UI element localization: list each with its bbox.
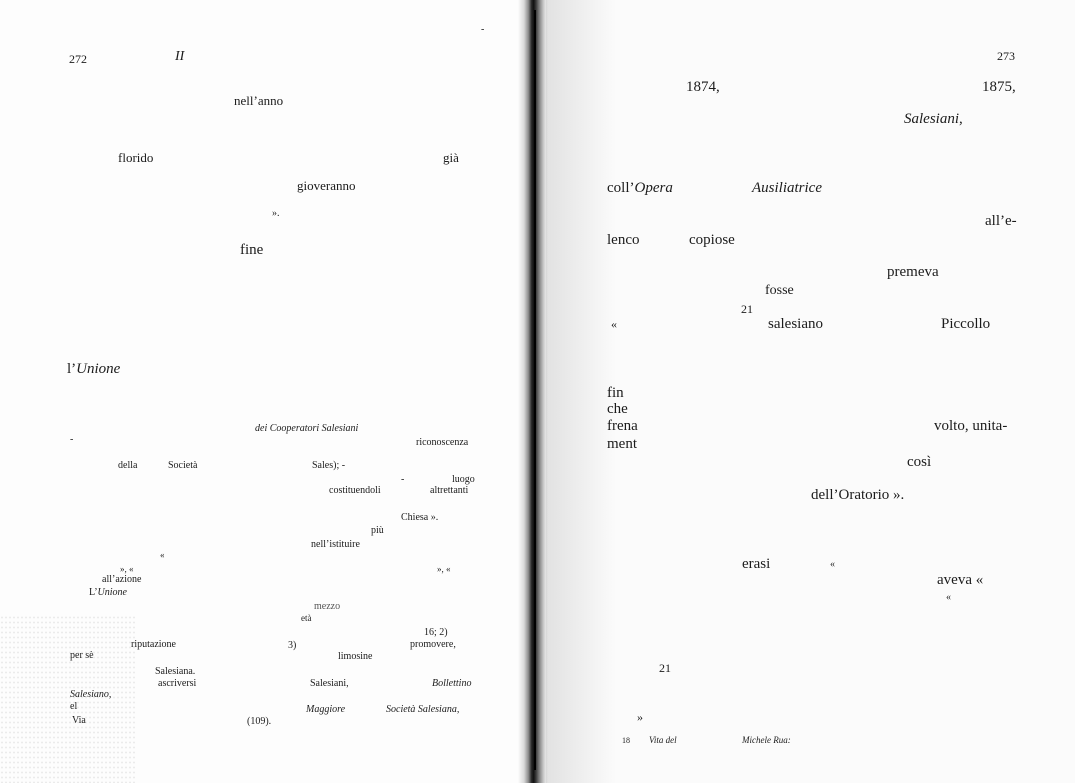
text-fragment: dell’Oratorio ». [811,487,905,503]
text-fragment: volto, unita- [934,418,1008,434]
text-fragment: fosse [765,283,794,298]
right-page [546,0,1075,783]
text-fragment: « [830,559,835,570]
text-fragment: fin [607,385,624,401]
text-fragment: riputazione [131,639,176,650]
text-fragment: ment [607,436,637,452]
text-fragment: Società [168,460,198,471]
text-fragment: già [443,150,459,165]
text-fragment: più [371,525,384,536]
text-fragment: premeva [887,264,939,280]
text-fragment: per sè [70,650,94,661]
text-fragment: età [301,613,312,623]
gutter-shadow [546,0,616,783]
text-fragment: Via [72,715,86,726]
text-fragment: ». [272,208,280,219]
footnote-number: 18 [622,736,630,745]
text-fragment: dei Cooperatori Salesiani [255,423,359,434]
text-fragment: lenco [607,232,640,248]
text-fragment: - [401,474,405,485]
text-fragment: « [160,550,165,560]
text-fragment: « [946,592,951,603]
text-fragment: Società Salesiana, [386,704,460,715]
text-fragment: (109). [247,716,272,727]
text-fragment: Salesiana. [155,666,196,677]
text-fragment: 21 [741,302,753,316]
text-fragment: 16; 2) [424,627,448,638]
text-fragment: promovere, [410,639,456,650]
text-fragment: 1874, [686,79,720,95]
text-fragment: - [70,434,74,445]
text-fragment: florido [118,150,154,165]
text-fragment: così [907,454,932,470]
text-fragment: gioveranno [297,178,356,193]
text-fragment: « [611,317,617,331]
text-fragment: 1875, [982,79,1016,95]
text-fragment: » [637,710,643,724]
text-fragment: riconoscenza [416,437,469,448]
text-fragment: ascriversi [158,678,197,689]
text-fragment: costituendoli [329,485,381,496]
text-fragment: della [118,460,138,471]
text-fragment: luogo [452,474,475,485]
text-fragment: Salesiani, [310,678,349,689]
text-fragment: che [607,401,628,417]
text-fragment: L’Unione [89,587,127,598]
text-fragment: », « [437,564,451,574]
text-fragment: mezzo [314,601,341,612]
text-fragment: Maggiore [306,704,346,715]
page-number: 272 [69,52,87,66]
text-fragment: 21 [659,661,671,675]
text-fragment: erasi [742,556,771,572]
scan-speckle [0,615,135,783]
top-mark: - [481,24,485,35]
text-fragment: all’e- [985,213,1017,229]
book-spine [518,0,548,783]
text-fragment: copiose [689,232,735,248]
text-fragment: aveva « [937,572,984,588]
text-fragment: Ausiliatrice [752,180,822,196]
running-head: II [175,49,185,64]
text-fragment: all’azione [102,574,142,585]
text-fragment: Bollettino [432,678,472,689]
text-fragment: salesiano [768,316,823,332]
text-fragment: Salesiano, [70,689,112,700]
text-fragment: el [70,701,78,712]
text-fragment: nell’istituire [311,539,360,550]
text-fragment: », « [120,564,134,574]
footnote-text: Michele Rua: [742,735,791,745]
book-spine-crease [534,10,536,770]
text-fragment: coll’Opera [607,180,673,196]
text-fragment: altrettanti [430,485,469,496]
text-fragment: l’Unione [67,361,121,377]
text-fragment: Piccollo [941,316,991,332]
text-fragment: 3) [288,640,297,651]
text-fragment: fine [240,242,264,258]
text-fragment: frena [607,418,638,434]
text-fragment: limosine [338,651,373,662]
text-fragment: Chiesa ». [401,512,439,523]
footnote-text: Vita del [649,735,677,745]
text-fragment: nell’anno [234,93,284,108]
text-fragment: Salesiani, [904,111,963,127]
text-fragment: Sales); - [312,460,346,471]
page-number: 273 [997,49,1015,63]
